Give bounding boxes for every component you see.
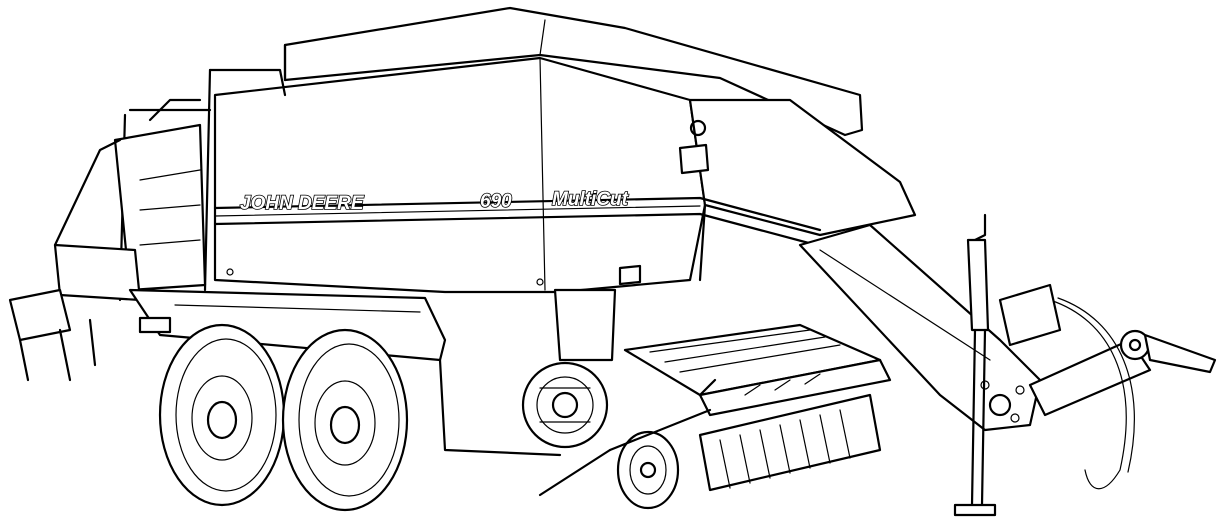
tandem-wheels xyxy=(158,323,409,512)
branding-decals: JOHN DEERE 690 MultiCut xyxy=(239,188,629,215)
brand-series-label: MultiCut xyxy=(552,189,629,210)
brand-maker-label: JOHN DEERE xyxy=(240,193,365,214)
jack-stand xyxy=(953,213,997,517)
top-housing xyxy=(283,6,864,137)
flywheel xyxy=(521,288,617,449)
brand-model-label: 690 xyxy=(480,191,512,212)
pickup-unit xyxy=(538,323,892,510)
front-wheel xyxy=(281,328,409,512)
drawbar xyxy=(798,223,1217,490)
bale-chamber xyxy=(213,56,917,294)
rear-wheel xyxy=(158,323,286,507)
rear-frame xyxy=(8,68,287,382)
